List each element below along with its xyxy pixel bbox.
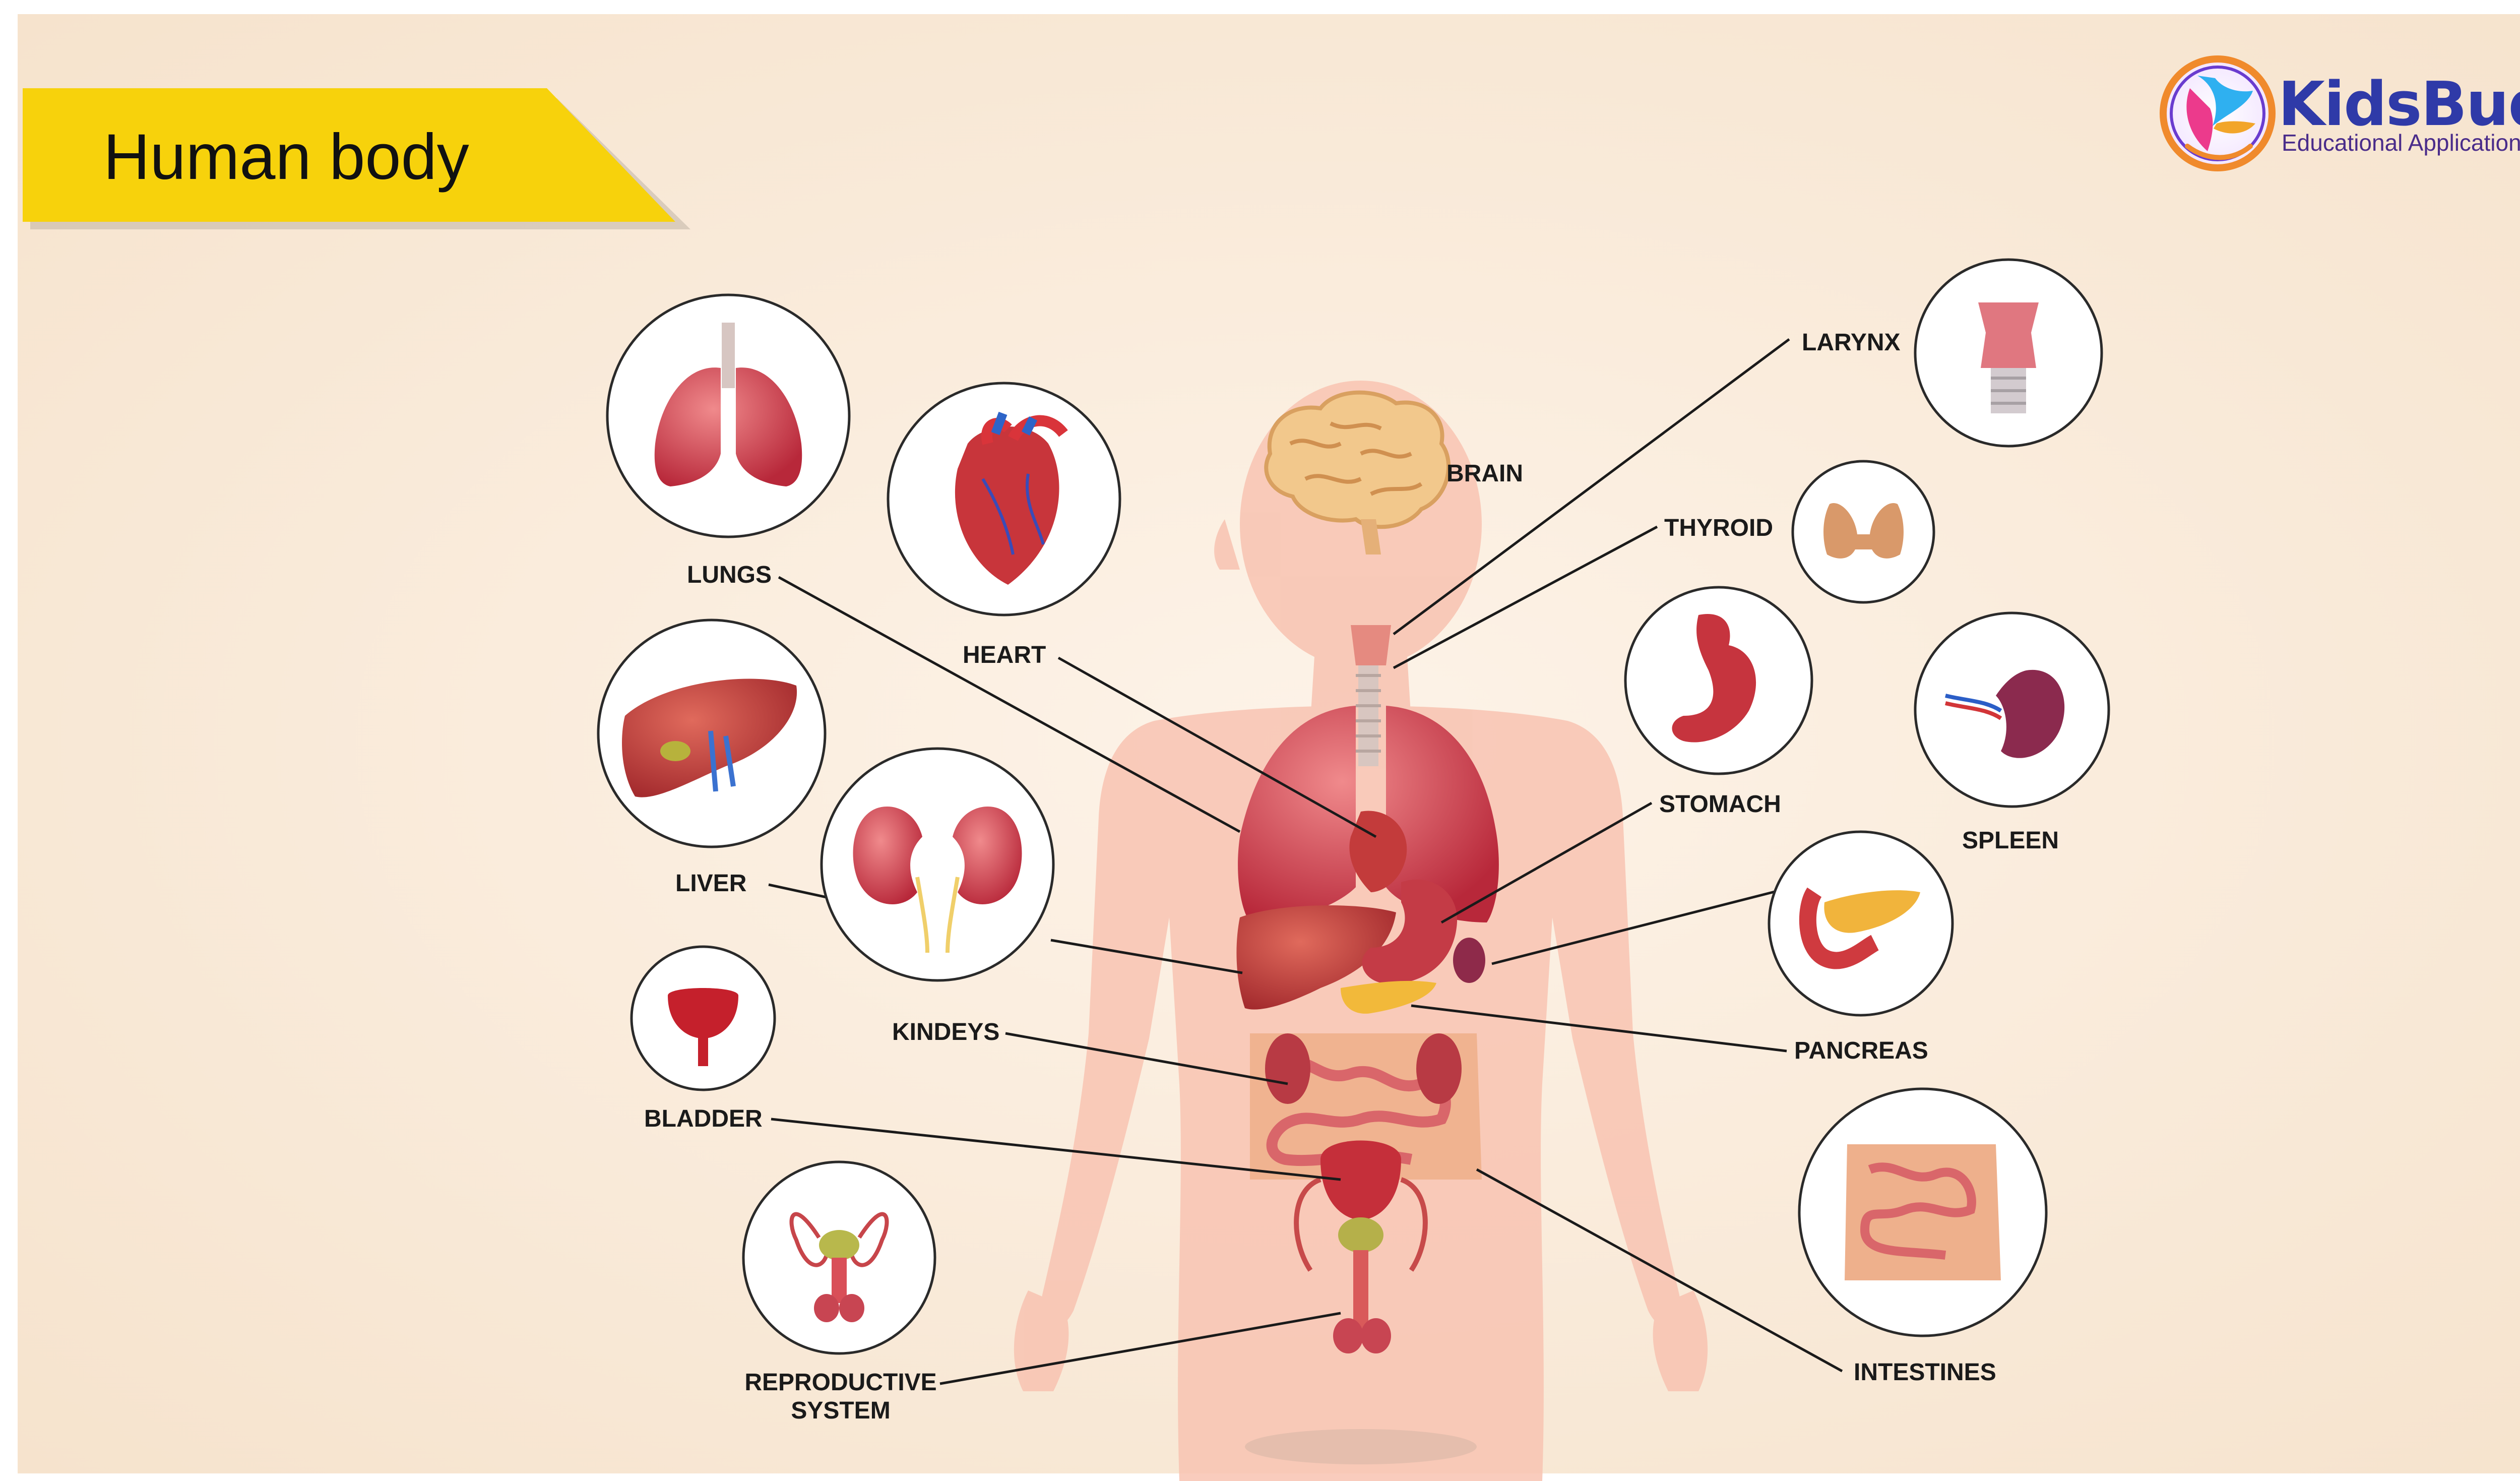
reproductive-system-icon — [743, 1162, 935, 1353]
thyroid-icon — [1793, 461, 1934, 602]
bladder-icon — [632, 947, 775, 1090]
page-title: Human body — [103, 120, 469, 194]
kidney-left-on-body — [1265, 1033, 1310, 1104]
pancreas-icon — [1769, 832, 1952, 1015]
label-reproductive-line1: REPRODUCTIVE — [740, 1369, 941, 1397]
label-lungs: LUNGS — [687, 561, 772, 589]
label-reproductive-system: REPRODUCTIVE SYSTEM — [740, 1369, 941, 1425]
kidney-right-on-body — [1416, 1033, 1462, 1104]
spleen-on-body — [1453, 938, 1485, 983]
spleen-icon — [1915, 613, 2109, 807]
label-liver: LIVER — [675, 870, 746, 898]
label-brain: BRAIN — [1446, 460, 1523, 488]
kidsbuddy-logo-icon — [2163, 59, 2272, 168]
label-larynx: LARYNX — [1802, 329, 1901, 357]
label-spleen: SPLEEN — [1962, 827, 2059, 855]
floor-shadow — [1245, 1429, 1477, 1464]
label-intestines: INTESTINES — [1854, 1359, 1996, 1387]
stomach-icon — [1625, 587, 1812, 774]
label-reproductive-line2: SYSTEM — [740, 1397, 941, 1425]
lungs-icon — [607, 295, 849, 537]
larynx-icon — [1915, 260, 2102, 446]
label-kidneys: KINDEYS — [892, 1018, 999, 1046]
intestines-icon — [1799, 1089, 2046, 1336]
label-thyroid: THYROID — [1664, 514, 1773, 542]
logo-subtitle: Educational Application — [2282, 129, 2520, 156]
label-stomach: STOMACH — [1659, 790, 1781, 819]
kidneys-icon — [822, 749, 1053, 980]
label-pancreas: PANCREAS — [1794, 1037, 1928, 1065]
label-bladder: BLADDER — [644, 1105, 763, 1133]
heart-icon — [888, 383, 1120, 615]
label-heart: HEART — [963, 641, 1046, 669]
liver-icon — [598, 620, 825, 847]
